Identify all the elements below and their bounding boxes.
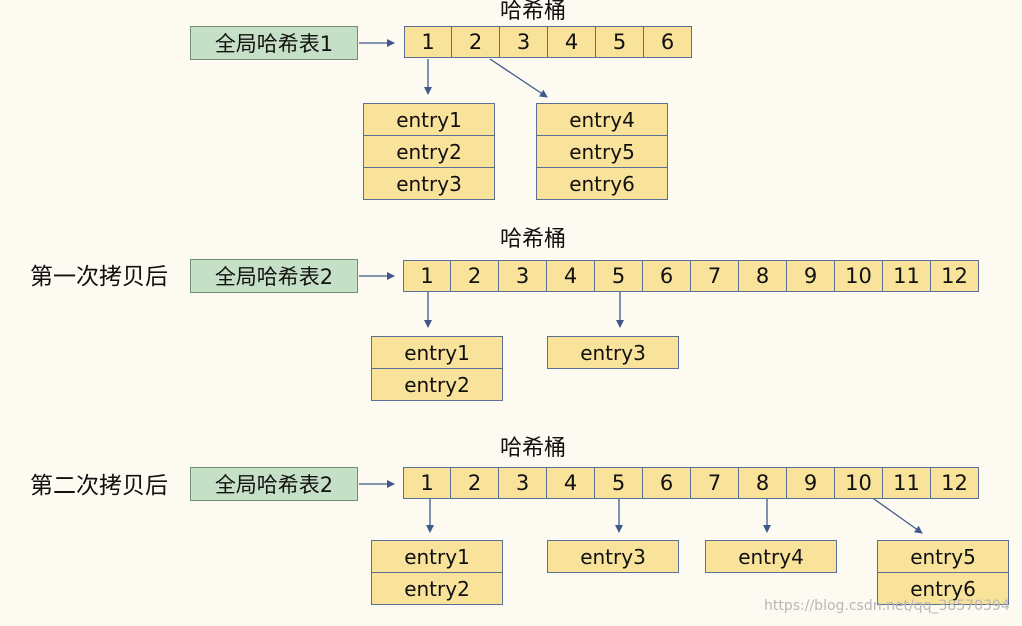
hash-table-2-box: 全局哈希表2 (190, 259, 358, 293)
bucket-cell: 2 (451, 26, 500, 58)
bucket-cell: 5 (594, 260, 643, 292)
row-label-first-copy: 第一次拷贝后 (30, 264, 168, 290)
entry-chain-3d: entry5 entry6 (877, 540, 1009, 605)
bucket-array-3: 1 2 3 4 5 6 7 8 9 10 11 12 (403, 467, 979, 499)
bucket-cell: 12 (930, 467, 979, 499)
bucket-cell: 11 (882, 260, 931, 292)
entry-item: entry4 (705, 540, 837, 573)
bucket-cell: 6 (643, 26, 692, 58)
bucket-cell: 10 (834, 467, 883, 499)
bucket-cell: 4 (546, 467, 595, 499)
entry-chain-3c: entry4 (705, 540, 837, 573)
hash-table-1-box: 全局哈希表1 (190, 26, 358, 60)
entry-item: entry3 (547, 540, 679, 573)
bucket-cell: 6 (642, 467, 691, 499)
entry-chain-1a: entry1 entry2 entry3 (363, 103, 495, 200)
bucket-title-3: 哈希桶 (500, 436, 567, 461)
entry-item: entry2 (371, 368, 503, 401)
bucket-cell: 7 (690, 260, 739, 292)
bucket-cell: 8 (738, 467, 787, 499)
bucket-title-2: 哈希桶 (500, 227, 567, 252)
bucket-array-1: 1 2 3 4 5 6 (404, 26, 692, 58)
arrow-bucket10-to-entry5-s3 (873, 498, 923, 534)
entry-item: entry3 (547, 336, 679, 369)
hash-table-2-label: 全局哈希表2 (214, 265, 334, 289)
bucket-cell: 5 (594, 467, 643, 499)
bucket-cell: 1 (403, 260, 451, 292)
bucket-cell: 4 (546, 260, 595, 292)
entry-item: entry1 (371, 540, 503, 573)
row-label-second-copy: 第二次拷贝后 (30, 473, 168, 499)
entry-chain-2a: entry1 entry2 (371, 336, 503, 401)
arrow-bucket2-to-entry4 (489, 58, 548, 98)
entry-item: entry2 (371, 572, 503, 605)
entry-item: entry1 (363, 103, 495, 136)
entry-item: entry4 (536, 103, 668, 136)
bucket-cell: 2 (450, 467, 499, 499)
entry-chain-3b: entry3 (547, 540, 679, 573)
hash-table-2-label-second: 全局哈希表2 (214, 473, 334, 497)
bucket-cell: 12 (930, 260, 979, 292)
bucket-cell: 10 (834, 260, 883, 292)
entry-chain-3a: entry1 entry2 (371, 540, 503, 605)
bucket-cell: 3 (498, 260, 547, 292)
entry-item: entry3 (363, 167, 495, 200)
hash-table-2-box-second: 全局哈希表2 (190, 467, 358, 501)
bucket-cell: 3 (498, 467, 547, 499)
bucket-cell: 1 (403, 467, 451, 499)
bucket-cell: 11 (882, 467, 931, 499)
bucket-array-2: 1 2 3 4 5 6 7 8 9 10 11 12 (403, 260, 979, 292)
entry-item: entry5 (536, 135, 668, 168)
bucket-cell: 9 (786, 260, 835, 292)
hash-table-1-label: 全局哈希表1 (214, 32, 334, 56)
entry-chain-1b: entry4 entry5 entry6 (536, 103, 668, 200)
entry-item: entry6 (536, 167, 668, 200)
entry-chain-2b: entry3 (547, 336, 679, 369)
entry-item: entry6 (877, 572, 1009, 605)
bucket-cell: 6 (642, 260, 691, 292)
bucket-title-1: 哈希桶 (500, 0, 567, 24)
watermark: https://blog.csdn.net/qq_38570394 (764, 598, 1010, 614)
